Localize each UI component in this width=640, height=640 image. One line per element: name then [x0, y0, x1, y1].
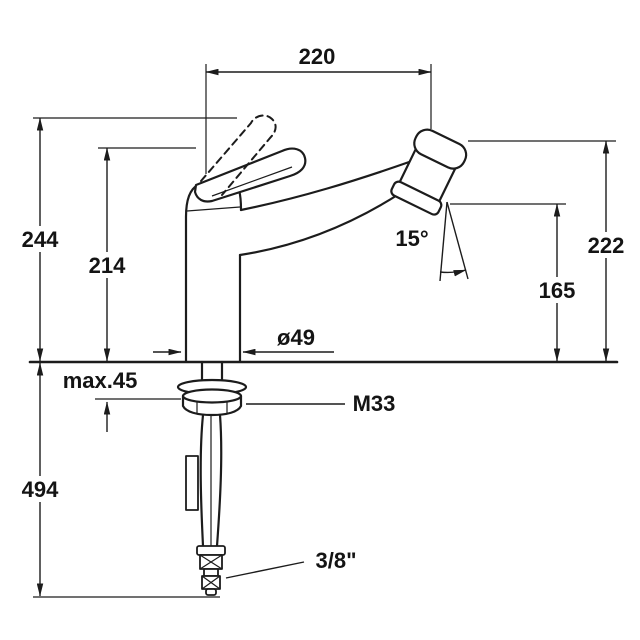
dimension-label-m33: M33	[353, 391, 396, 416]
dimension-total-height: 244	[14, 117, 237, 362]
thread-hatch	[199, 554, 223, 570]
hose-end-connector	[196, 545, 226, 596]
angle-arc	[439, 269, 467, 277]
leader-line	[225, 561, 305, 579]
dimension-max-deck-thickness: max.45	[63, 368, 181, 432]
callout-connection-size: 3/8"	[225, 548, 357, 579]
dimension-label-d49: ø49	[277, 325, 315, 350]
angle-tilted-line	[446, 201, 469, 280]
dimension-base-diameter: ø49	[153, 325, 334, 356]
dimension-spout-reach: 220	[205, 44, 432, 174]
label-backplate	[14, 476, 66, 502]
connector-collar	[196, 545, 226, 556]
label-backplate	[531, 277, 583, 303]
lever-raised-dashed-outline	[200, 114, 277, 196]
dimension-label-494: 494	[22, 477, 59, 502]
spray-head-cap	[413, 128, 468, 170]
dimension-outlet-height-max: 222	[468, 140, 632, 362]
supply-hose-left	[199, 413, 205, 548]
faucet-body	[184, 114, 468, 363]
dimension-label-244: 244	[22, 227, 59, 252]
label-backplate	[580, 232, 632, 258]
pullout-spray-head	[390, 128, 468, 216]
dimension-label-max45: max.45	[63, 368, 138, 393]
spout-top-edge	[239, 159, 414, 212]
label-backplate	[14, 226, 66, 252]
callout-mounting-thread: M33	[246, 391, 395, 416]
dimension-hose-length: 494	[14, 362, 220, 598]
faucet-undercounter	[176, 360, 248, 596]
label-backplate	[81, 252, 133, 278]
spray-head-outlet	[390, 180, 443, 216]
mounting-nut-top	[181, 388, 243, 404]
connector-neck	[203, 568, 219, 577]
dimension-spray-angle: 15°	[395, 201, 469, 282]
supply-hose-right	[215, 413, 223, 548]
connector-tip	[205, 588, 217, 596]
cap-seam	[186, 206, 241, 212]
mounting-stud	[185, 455, 199, 511]
thread-hatch	[201, 575, 221, 590]
dimension-label-38inch: 3/8"	[315, 548, 356, 573]
lever-handle	[193, 147, 307, 203]
spout-bottom-edge	[238, 192, 401, 257]
angle-reference-line	[439, 201, 448, 282]
dimension-label-222: 222	[588, 233, 625, 258]
dimension-outlet-height-min: 165	[450, 203, 583, 362]
dimension-body-height: 214	[81, 147, 196, 362]
mounting-nut-body	[181, 394, 243, 417]
dimension-label-220: 220	[299, 44, 336, 69]
dimension-label-214: 214	[89, 253, 126, 278]
dimension-label-15deg: 15°	[395, 226, 428, 251]
dimension-label-165: 165	[539, 278, 576, 303]
